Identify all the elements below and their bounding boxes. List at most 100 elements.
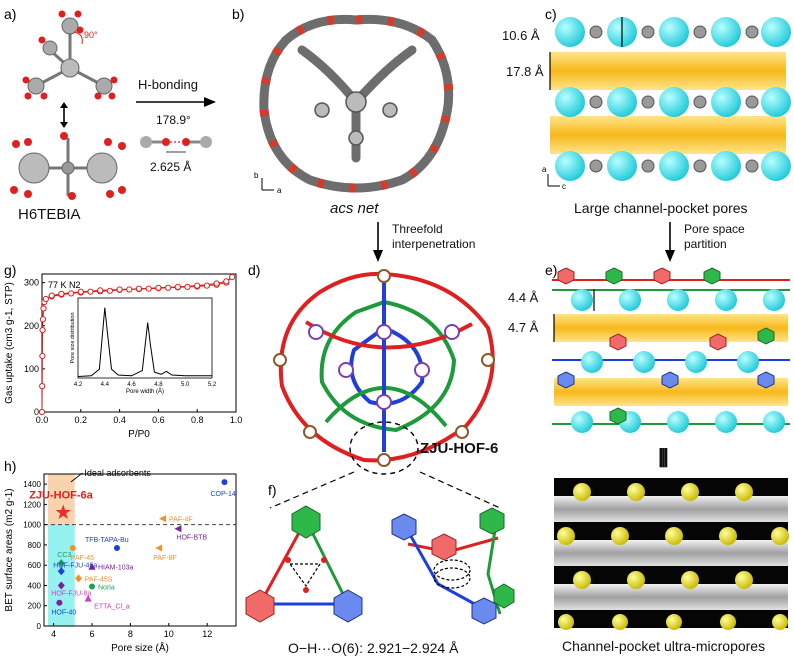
panel-a-label: a) — [4, 6, 17, 22]
dim-4-4-label: 4.4 Å — [508, 290, 539, 305]
isotherm-point — [223, 278, 230, 285]
isotherm-point — [229, 273, 236, 281]
oh-distance-caption: O−H···O(6): 2.921−2.924 Å — [288, 640, 459, 656]
isotherm-point — [174, 283, 181, 291]
ideal-pointer — [70, 472, 83, 483]
h-bonding-arrow — [136, 97, 216, 107]
data-point — [57, 567, 65, 576]
inset-frame — [77, 297, 213, 379]
isotherm-point — [165, 284, 172, 291]
y-tick-label: 600 — [28, 561, 42, 570]
data-point — [174, 525, 182, 533]
x-tick-label: 6 — [89, 629, 94, 639]
data-point-label: ETTA_Cl_a — [94, 604, 130, 611]
isotherm-point — [194, 282, 201, 289]
inset-x-label: Pore width (Å) — [126, 388, 164, 395]
inset-x-tick-label: 5.2 — [208, 382, 217, 388]
equivalence-symbol: ||| — [658, 446, 669, 468]
isotherm-point — [106, 287, 114, 294]
hb-angle-label: 178.9° — [156, 113, 191, 127]
zju-hof-6-network — [273, 269, 495, 475]
data-point — [113, 544, 120, 551]
y-tick-label: 400 — [28, 581, 42, 590]
data-point-label: TFB-TAPA-Bu — [85, 537, 129, 544]
data-point-label: PAF-45S — [85, 576, 113, 583]
isotherm-point — [58, 290, 65, 297]
hbond-dimer — [140, 136, 212, 153]
molecule-name-text: H6TEBIA — [18, 206, 81, 223]
data-point — [84, 594, 92, 602]
dim-10-6-label: 10.6 Å — [502, 28, 540, 43]
hbond-side-view — [391, 507, 515, 625]
x-tick-label: 0.6 — [152, 415, 165, 425]
y-tick-label: 100 — [24, 364, 39, 374]
isotherm-point — [87, 288, 94, 295]
data-point-label: PAF-8F — [153, 555, 177, 562]
inset-x-tick-label: 4.2 — [74, 382, 83, 388]
data-point — [75, 574, 83, 583]
panel-d-label: d) — [248, 262, 261, 278]
y-axis-label: Gas uptake (cm3 g-1, STP) — [4, 282, 15, 404]
data-point — [88, 562, 96, 570]
x-tick-label: 4 — [51, 629, 56, 639]
x-tick-label: 0.8 — [191, 415, 204, 425]
x-tick-label: 1.0 — [230, 415, 243, 425]
inset-x-tick-label: 4.8 — [154, 382, 163, 388]
panel-h-label: h) — [4, 458, 17, 474]
isotherm-point — [184, 283, 191, 291]
isotherm-point — [42, 295, 49, 303]
y-tick-label: 0 — [34, 407, 39, 417]
inset-x-tick-label: 4.4 — [101, 382, 110, 388]
inset-y-label: Pore size distribution — [70, 312, 76, 363]
y-tick-label: 200 — [28, 602, 42, 611]
y-tick-label: 300 — [24, 278, 39, 288]
hb-distance-label: 2.625 Å — [150, 160, 192, 174]
isotherm-point — [48, 292, 55, 299]
channel-pocket-render — [554, 478, 789, 630]
data-point-label: HOF-FJU-8a — [51, 590, 91, 597]
molecule-2d-view — [10, 132, 126, 200]
dim-17-8-label: 17.8 Å — [506, 64, 544, 79]
zoom-lines — [269, 471, 501, 509]
molecule-3d-view: 90° — [22, 10, 118, 100]
data-point-label: HOF-40 — [51, 610, 76, 617]
isotherm-point — [126, 286, 133, 293]
panel-f-label: f) — [268, 482, 277, 498]
acs-net-caption: acs net — [330, 200, 379, 217]
inset-x-tick-label: 5.0 — [181, 382, 190, 388]
isotherm-point — [77, 288, 84, 295]
axis-a-label-c: a — [542, 165, 547, 174]
isotherm-point — [97, 287, 104, 294]
panel-e-label: e) — [545, 262, 558, 278]
data-point-label: Noria — [98, 584, 115, 591]
data-point — [159, 515, 167, 523]
x-axis-label: Pore size (Å) — [111, 641, 169, 654]
h-bonding-label: H-bonding — [138, 77, 198, 92]
y-tick-label: 200 — [24, 321, 39, 331]
isotherm-point — [68, 290, 75, 297]
y-tick-label: 800 — [28, 541, 42, 550]
data-point — [57, 581, 65, 590]
x-tick-label: 8 — [128, 629, 133, 639]
angle-label: 90° — [84, 30, 98, 40]
dim-4-7-label: 4.7 Å — [508, 320, 539, 335]
channel-pocket-pores: a c — [542, 17, 791, 191]
pore-region — [47, 524, 75, 626]
psd-line — [77, 307, 212, 377]
data-point — [57, 559, 65, 568]
data-point — [69, 544, 76, 551]
partition-text2: partition — [684, 237, 727, 251]
data-point-star — [55, 504, 71, 519]
data-point — [56, 599, 63, 606]
y-tick-label: 1400 — [23, 480, 41, 489]
data-point-label: COP-14 — [210, 491, 235, 498]
isotherm-point — [213, 280, 220, 287]
x-tick-label: 0.2 — [75, 415, 88, 425]
data-point — [221, 479, 228, 486]
x-tick-label: 0.4 — [113, 415, 126, 425]
hbond-triangle-motif — [245, 505, 363, 623]
zju-hof-6-label: ZJU-HOF-6 — [420, 440, 499, 457]
data-point-label: HOF-BTB — [176, 535, 207, 542]
isotherm-point — [203, 282, 210, 289]
